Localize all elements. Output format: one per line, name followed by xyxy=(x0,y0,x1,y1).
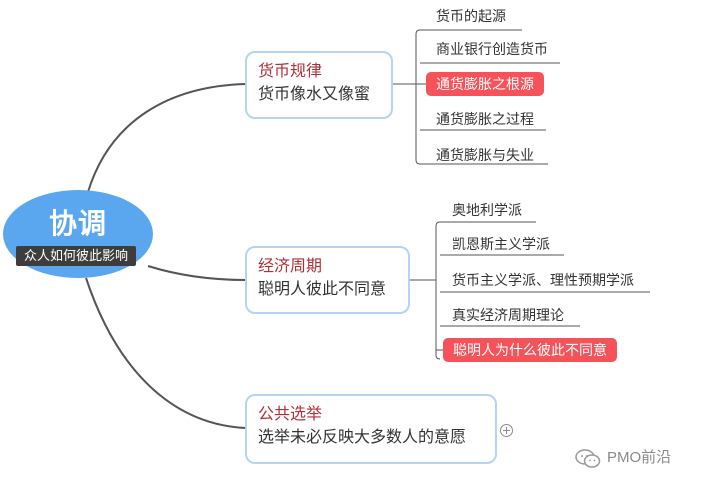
root-subtitle: 众人如何彼此影响 xyxy=(16,246,136,266)
leaf-node[interactable]: 商业银行创造货币 xyxy=(436,41,548,57)
branch-title: 公共选举 xyxy=(258,406,323,423)
branch-node-public-choice[interactable]: 公共选举 选举未必反映大多数人的意愿 xyxy=(245,394,497,464)
connector-root-branch-2 xyxy=(147,265,247,281)
branch-title: 经济周期 xyxy=(258,258,323,275)
leaf-node-highlighted[interactable]: 聪明人为什么彼此不同意 xyxy=(443,338,617,362)
branch-subtitle: 选举未必反映大多数人的意愿 xyxy=(258,429,467,446)
root-title: 协调 xyxy=(48,208,107,239)
expand-plus-icon[interactable] xyxy=(500,424,513,437)
leaf-node[interactable]: 凯恩斯主义学派 xyxy=(452,236,550,252)
watermark-text: PMO前沿 xyxy=(607,449,672,466)
leaf-node[interactable]: 通货膨胀与失业 xyxy=(436,147,534,163)
branch-node-business-cycle[interactable]: 经济周期 聪明人彼此不同意 xyxy=(245,246,410,314)
connector-root-branch-1 xyxy=(87,83,247,193)
leaf-node[interactable]: 货币的起源 xyxy=(436,8,506,24)
branch-node-currency[interactable]: 货币规律 货币像水又像蜜 xyxy=(245,51,393,119)
branch-subtitle: 聪明人彼此不同意 xyxy=(258,281,387,298)
wechat-icon xyxy=(575,449,601,468)
branch-title: 货币规律 xyxy=(258,63,323,80)
branch-1-leaf-connectors xyxy=(392,29,560,165)
connector-root-branch-3 xyxy=(85,277,247,429)
leaf-node[interactable]: 真实经济周期理论 xyxy=(452,307,564,323)
leaf-node-highlighted[interactable]: 通货膨胀之根源 xyxy=(426,72,544,96)
branch-2-leaf-connectors xyxy=(410,221,650,360)
leaf-node[interactable]: 通货膨胀之过程 xyxy=(436,111,534,127)
leaf-node[interactable]: 奥地利学派 xyxy=(452,202,522,218)
branch-subtitle: 货币像水又像蜜 xyxy=(258,86,371,103)
leaf-node[interactable]: 货币主义学派、理性预期学派 xyxy=(452,272,634,288)
